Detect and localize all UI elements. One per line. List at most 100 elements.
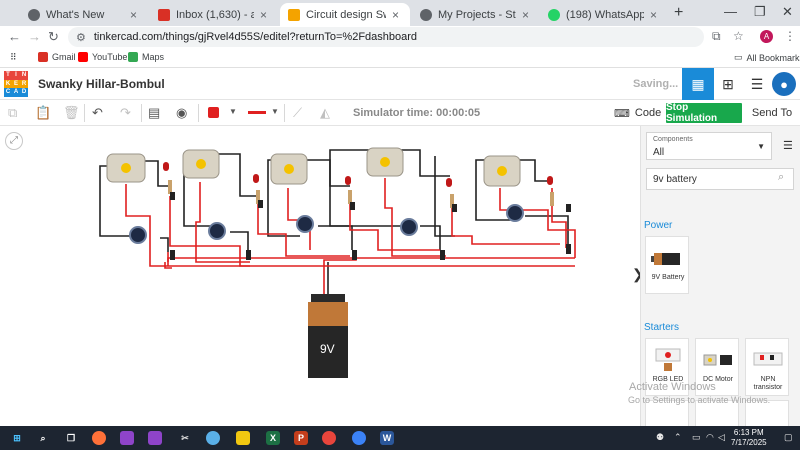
transistor[interactable]: [452, 204, 457, 212]
zoom-to-fit-button[interactable]: ⤢: [5, 132, 23, 150]
restore-icon[interactable]: ❐: [754, 4, 766, 19]
chevron-right-icon[interactable]: ❯: [632, 266, 644, 282]
windows-start-icon[interactable]: ⊞: [13, 432, 21, 443]
app-icon[interactable]: [206, 431, 220, 445]
apps-grid-icon[interactable]: ⠿: [10, 52, 17, 62]
volume-icon[interactable]: ◁: [718, 432, 725, 442]
component-9v-battery[interactable]: 9V Battery: [645, 236, 689, 294]
dc-motor[interactable]: [366, 147, 404, 177]
tab-whats-new[interactable]: What's New ×: [20, 3, 148, 26]
minimize-icon[interactable]: —: [724, 4, 737, 19]
power-bi-icon[interactable]: [236, 431, 250, 445]
notes-icon[interactable]: ▤: [148, 105, 161, 120]
tinkercad-logo[interactable]: T I N K E R C A D: [4, 71, 28, 97]
wire-style-picker[interactable]: [248, 111, 266, 114]
user-avatar[interactable]: ●: [772, 72, 796, 96]
visual-studio-icon[interactable]: [148, 431, 162, 445]
9v-battery[interactable]: [308, 294, 348, 378]
reload-icon[interactable]: ↻: [48, 29, 59, 44]
tools-icon[interactable]: ✂: [181, 432, 189, 443]
potentiometer[interactable]: [129, 226, 147, 244]
install-app-icon[interactable]: ⧉: [712, 29, 721, 43]
copy-icon[interactable]: ⧉: [8, 105, 18, 120]
dc-motor[interactable]: [106, 153, 146, 183]
visual-studio-icon[interactable]: [120, 431, 134, 445]
back-arrow-icon[interactable]: ←: [8, 29, 21, 44]
chevron-up-icon[interactable]: ⌃: [674, 432, 682, 442]
wire-color-picker[interactable]: [208, 107, 219, 118]
bookmark-gmail[interactable]: Gmail: [38, 52, 76, 62]
resistor[interactable]: [550, 192, 554, 206]
tab-circuit-design[interactable]: Circuit design Swanky Hillar-Bombul ×: [280, 3, 410, 26]
tab-my-projects[interactable]: My Projects - Student Projects ×: [412, 3, 540, 26]
circuit-canvas[interactable]: 9V ⤢ ❯: [0, 126, 644, 426]
switch[interactable]: [170, 250, 175, 260]
resistor[interactable]: [168, 180, 172, 194]
transistor[interactable]: [350, 202, 355, 210]
system-clock[interactable]: 6:13 PM 7/17/2025: [731, 428, 767, 447]
battery-icon[interactable]: ▭: [692, 432, 701, 442]
list-view-icon[interactable]: ☰: [783, 140, 793, 152]
led[interactable]: [163, 162, 169, 171]
potentiometer[interactable]: [400, 218, 418, 236]
close-icon[interactable]: ×: [130, 7, 138, 22]
resistor[interactable]: [450, 194, 454, 208]
design-title[interactable]: Swanky Hillar-Bombul: [38, 77, 165, 91]
led[interactable]: [446, 178, 452, 187]
schematic-view-button[interactable]: ⊞: [712, 68, 744, 100]
code-button[interactable]: ⌨ Code: [614, 107, 662, 120]
close-icon[interactable]: ×: [522, 7, 530, 22]
potentiometer[interactable]: [296, 215, 314, 233]
components-dropdown[interactable]: Components All ▼: [646, 132, 772, 160]
more-menu-icon[interactable]: ⋮: [784, 29, 796, 43]
chevron-down-icon[interactable]: ▼: [229, 107, 237, 116]
close-icon[interactable]: ×: [650, 7, 658, 22]
chrome-icon[interactable]: [322, 431, 336, 445]
search-icon[interactable]: ⌕: [778, 171, 785, 183]
transistor[interactable]: [258, 200, 263, 208]
led[interactable]: [253, 174, 259, 183]
paste-icon[interactable]: 📋: [35, 105, 52, 120]
circuit-view-button[interactable]: ▦: [682, 68, 714, 100]
close-window-icon[interactable]: ✕: [782, 4, 793, 19]
new-tab-button[interactable]: +: [674, 4, 684, 21]
dc-motor[interactable]: [182, 149, 220, 179]
chrome-profile-icon[interactable]: [352, 431, 366, 445]
tab-whatsapp[interactable]: (198) WhatsApp Business ×: [540, 3, 668, 26]
transistor[interactable]: [170, 192, 175, 200]
firefox-icon[interactable]: [92, 431, 106, 445]
component-dc-motor[interactable]: DC Motor: [695, 338, 739, 396]
bookmark-maps[interactable]: Maps: [128, 52, 164, 62]
close-icon[interactable]: ×: [260, 7, 268, 22]
task-view-icon[interactable]: ❐: [66, 432, 76, 443]
redo-icon[interactable]: ↷: [120, 105, 131, 120]
stop-simulation-button[interactable]: Stop Simulation: [666, 102, 742, 124]
switch[interactable]: [246, 250, 251, 260]
people-icon[interactable]: ⚉: [656, 432, 665, 442]
browser-profile-avatar[interactable]: A: [760, 30, 773, 43]
bookmark-star-icon[interactable]: ☆: [733, 29, 744, 43]
component-npn-transistor[interactable]: NPN transistor: [745, 338, 789, 396]
close-icon[interactable]: ×: [392, 7, 400, 22]
undo-icon[interactable]: ↶: [92, 105, 103, 120]
led[interactable]: [345, 176, 351, 185]
forward-arrow-icon[interactable]: →: [28, 29, 41, 44]
visibility-icon[interactable]: ◉: [176, 105, 188, 120]
switch[interactable]: [566, 244, 571, 254]
component-card[interactable]: [695, 400, 739, 426]
tab-gmail-inbox[interactable]: Inbox (1,630) - alhagiesillah ×: [150, 3, 278, 26]
transistor[interactable]: [566, 204, 571, 212]
component-card[interactable]: [645, 400, 689, 426]
send-to-button[interactable]: Send To: [751, 107, 793, 119]
component-list-button[interactable]: ☰: [741, 68, 773, 100]
notifications-icon[interactable]: ▢: [784, 432, 793, 442]
component-rgb-led[interactable]: RGB LED: [645, 338, 689, 396]
wifi-icon[interactable]: ◠: [706, 432, 714, 442]
resistor[interactable]: [256, 190, 260, 204]
chevron-down-icon[interactable]: ▼: [271, 107, 279, 116]
switch[interactable]: [352, 250, 357, 260]
address-bar[interactable]: ⚙ tinkercad.com/things/gjRvel4d55S/edite…: [68, 27, 704, 47]
site-info-icon[interactable]: ⚙: [76, 31, 86, 44]
powerpoint-icon[interactable]: P: [294, 431, 308, 445]
excel-icon[interactable]: X: [266, 431, 280, 445]
